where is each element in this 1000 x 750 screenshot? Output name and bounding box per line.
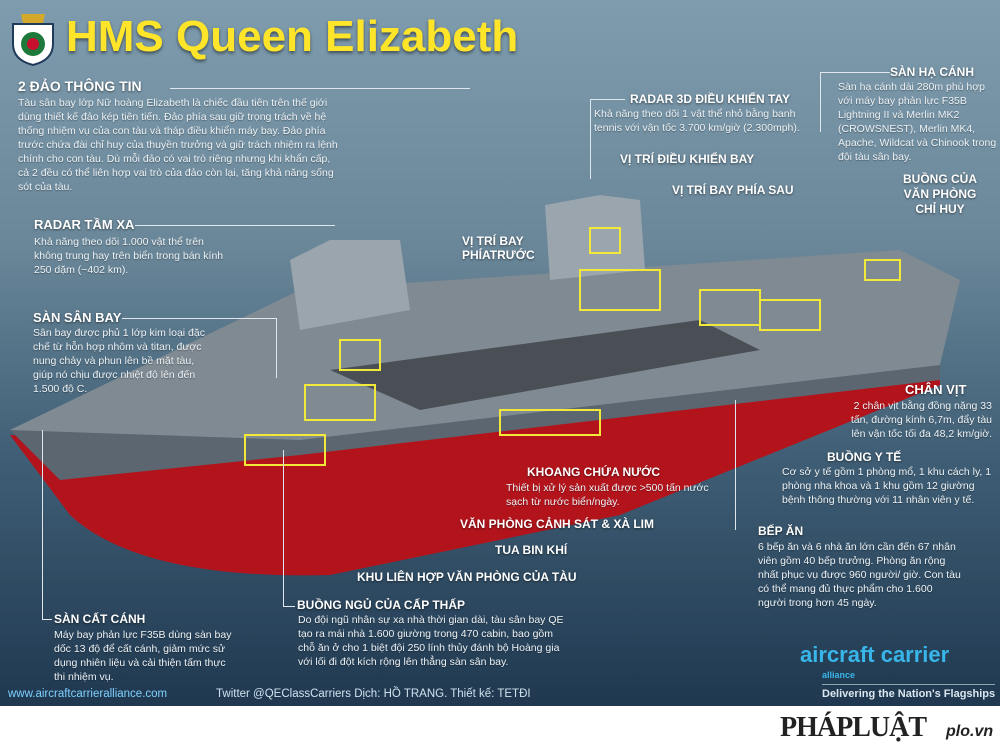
aca-logo-sub: alliance [822,670,856,680]
ski-jump-text: Máy bay phản lực F35B dùng sàn bay dốc 1… [54,629,232,683]
leader-line [122,318,277,378]
aft-island [545,195,645,280]
hull-red [10,370,940,576]
publisher-site[interactable]: plo.vn [946,723,994,740]
aca-logo-name: aircraft carrier [800,642,950,667]
flight-deck-heading: SÀN SÂN BAY [33,310,122,325]
royal-navy-crest-icon [12,14,54,66]
aft-flying-heading: VỊ TRÍ BAY PHÍA SAU [672,183,794,197]
water-text: Thiết bị xử lý sản xuất được >500 tấn nư… [506,482,709,508]
leader-line [135,225,335,226]
islands-heading: 2 ĐẢO THÔNG TIN [18,78,142,94]
police-heading: VĂN PHÒNG CẢNH SÁT & XÀ LIM [460,517,655,531]
forward-island [290,240,410,330]
galley-text: 6 bếp ăn và 6 nhà ăn lớn cần đến 67 nhân… [758,541,961,609]
command-office-heading: BUỒNG CỦA VĂN PHÒNG CHỈ HUY [903,172,977,216]
radar-long-heading: RADAR TẦM XA [34,217,135,232]
ski-jump-heading: SÀN CẤT CÁNH [54,612,146,626]
leader-line [170,88,470,89]
flight-control-heading: VỊ TRÍ ĐIỀU KHIỂN BAY [620,152,755,166]
propeller-heading: CHÂN VỊT [905,382,967,397]
medical-text: Cơ sở y tế gồm 1 phòng mổ, 1 khu cách ly… [782,466,992,506]
radar-3d-text: Khả năng theo dõi 1 vật thể nhỏ bằng ban… [594,108,800,134]
medical-heading: BUỒNG Y TẾ [827,450,902,464]
publisher-logo: PHÁPLUẬT [780,712,927,743]
landing-deck-text: Sàn hạ cánh dài 280m phù hợp với máy bay… [838,81,997,163]
flight-deck [10,250,960,440]
flight-deck-text: Sân bay được phủ 1 lớp kim loại đặc chế … [33,327,205,395]
junior-quarters-text: Do đội ngũ nhân sự xa nhà thời gian dài,… [298,614,564,668]
hangar-cutaway [330,320,760,410]
leader-line [735,400,736,530]
propeller-text: 2 chân vịt bằng đồng nặng 33 tấn, đường … [850,400,992,440]
radar-long-text: Khả năng theo dõi 1.000 vật thể trên khô… [34,236,224,276]
islands-text: Tàu sân bay lớp Nữ hoàng Elizabeth là ch… [18,97,338,193]
galley-heading: BẾP ĂN [758,524,804,538]
leader-line [820,72,890,132]
page-title: HMS Queen Elizabeth [66,12,519,61]
website-link[interactable]: www.aircraftcarrieralliance.com [8,688,168,700]
junior-quarters-heading: BUỒNG NGỦ CỦA CẤP THẤP [297,598,466,612]
aircraft-carrier-illustration [10,195,960,576]
radar-3d-heading: RADAR 3D ĐIỀU KHIỂN TAY [630,92,791,106]
leader-line [590,99,625,179]
leader-line [283,450,295,607]
landing-deck-heading: SÀN HẠ CÁNH [890,65,974,79]
aca-tagline: Delivering the Nation's Flagships [822,684,996,701]
offices-heading: KHU LIÊN HỢP VĂN PHÒNG CỦA TÀU [357,570,577,584]
water-heading: KHOANG CHỨA NƯỚC [527,465,661,479]
fore-flying-heading: VỊ TRÍ BAY PHÍATRƯỚC [462,234,535,262]
leader-line [42,430,52,620]
credits-text: Twitter @QEClassCarriers Dịch: HỒ TRANG.… [216,688,531,700]
turbine-heading: TUA BIN KHÍ [495,543,568,557]
